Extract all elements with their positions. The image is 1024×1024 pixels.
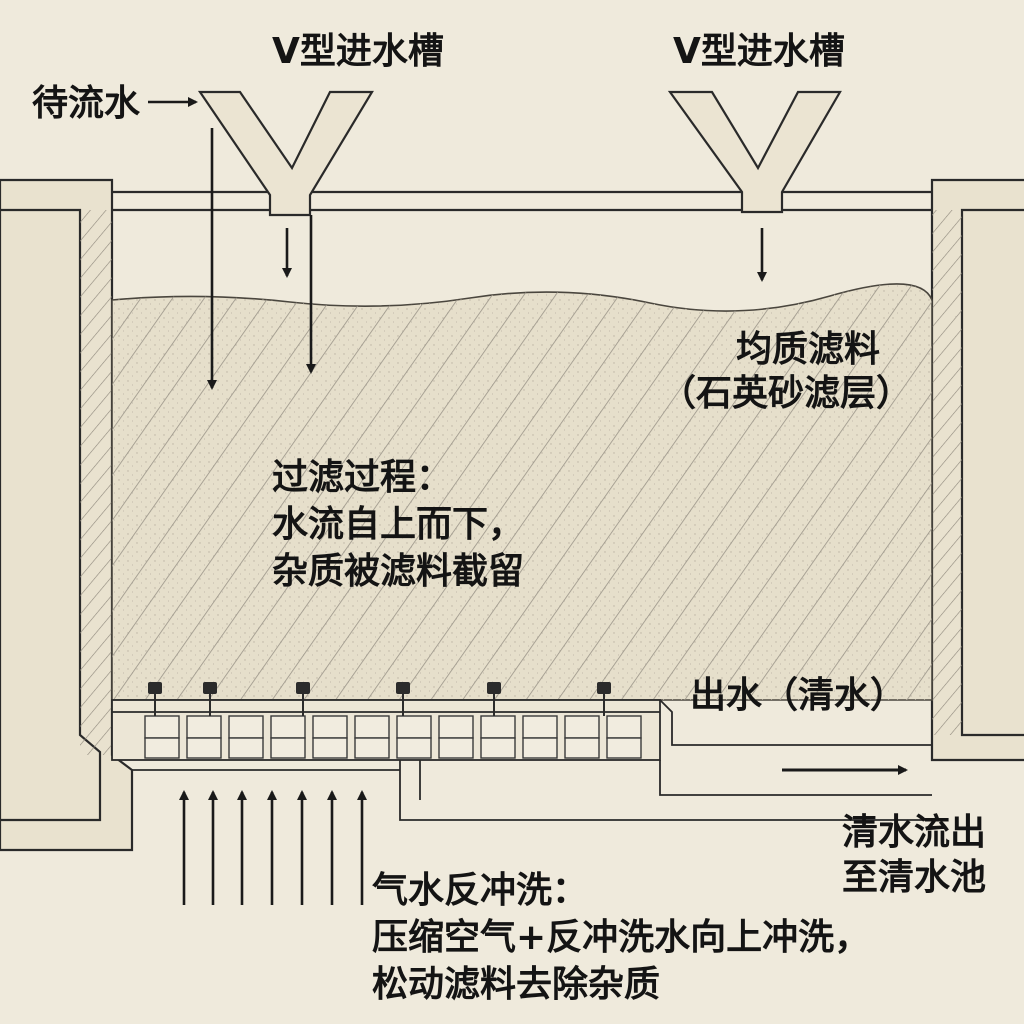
media-label: 均质滤料 （石英砂滤层）: [660, 328, 912, 416]
underdrain-block: [144, 737, 180, 759]
underdrain-block: [606, 737, 642, 759]
underdrain-block: [606, 715, 642, 739]
underdrain-block: [564, 715, 600, 739]
underdrain-block: [312, 715, 348, 739]
underdrain-block: [186, 737, 222, 759]
v-channel-icon: [197, 90, 374, 217]
v-channel-label-left: V型进水槽: [272, 31, 444, 72]
clear-water-note: 清水流出 至清水池: [842, 810, 986, 900]
backwash-note: 气水反冲洗： 压缩空气+反冲洗水向上冲洗， 松动滤料去除杂质: [372, 868, 870, 1008]
influent-label: 待流水: [32, 83, 141, 124]
underdrain-block: [438, 715, 474, 739]
underdrain-block: [312, 737, 348, 759]
nozzle-grid: [144, 715, 642, 759]
underdrain-block: [396, 737, 432, 759]
v-channel-icon: [667, 90, 842, 214]
media-label-line2: （石英砂滤层）: [660, 372, 913, 414]
clear-water-line1: 清水流出: [842, 812, 987, 853]
filtration-title: 过滤过程：: [272, 457, 453, 498]
underdrain-block: [354, 715, 390, 739]
filtration-note: 过滤过程： 水流自上而下， 杂质被滤料截留: [272, 455, 524, 595]
nozzle-icon: [487, 682, 501, 716]
underdrain-block: [522, 737, 558, 759]
tank-walls: [0, 178, 1024, 852]
underdrain-block: [522, 715, 558, 739]
backwash-line1: 压缩空气+反冲洗水向上冲洗，: [372, 916, 871, 958]
backwash-line2: 松动滤料去除杂质: [372, 963, 661, 1005]
underdrain-block: [480, 715, 516, 739]
nozzle-icon: [597, 682, 611, 716]
nozzle-icon: [148, 682, 162, 716]
media-label-line1: 均质滤料: [736, 329, 881, 370]
outlet-label: 出水（清水）: [690, 675, 907, 716]
filter-media: [111, 283, 933, 701]
underdrain-block: [354, 737, 390, 759]
backwash-title: 气水反冲洗：: [372, 870, 589, 911]
underdrain-block: [270, 715, 306, 739]
up-arrow-icon: [179, 790, 367, 905]
underdrain-block: [270, 737, 306, 759]
filtration-line2: 杂质被滤料截留: [272, 550, 525, 592]
underdrain-block: [228, 715, 264, 739]
underdrain-block: [438, 737, 474, 759]
filtration-line1: 水流自上而下，: [272, 503, 525, 545]
underdrain-block: [480, 737, 516, 759]
underdrain-block: [186, 715, 222, 739]
nozzle-icon: [396, 682, 410, 716]
underdrain-block: [228, 737, 264, 759]
underdrain-block: [396, 715, 432, 739]
underdrain-block: [144, 715, 180, 739]
nozzle-row: [148, 682, 611, 716]
down-arrow-icon: [148, 97, 767, 390]
underdrain-block: [564, 737, 600, 759]
clear-water-line2: 至清水池: [842, 857, 987, 898]
nozzle-icon: [203, 682, 217, 716]
nozzle-icon: [296, 682, 310, 716]
v-channel-label-right: V型进水槽: [673, 31, 845, 72]
